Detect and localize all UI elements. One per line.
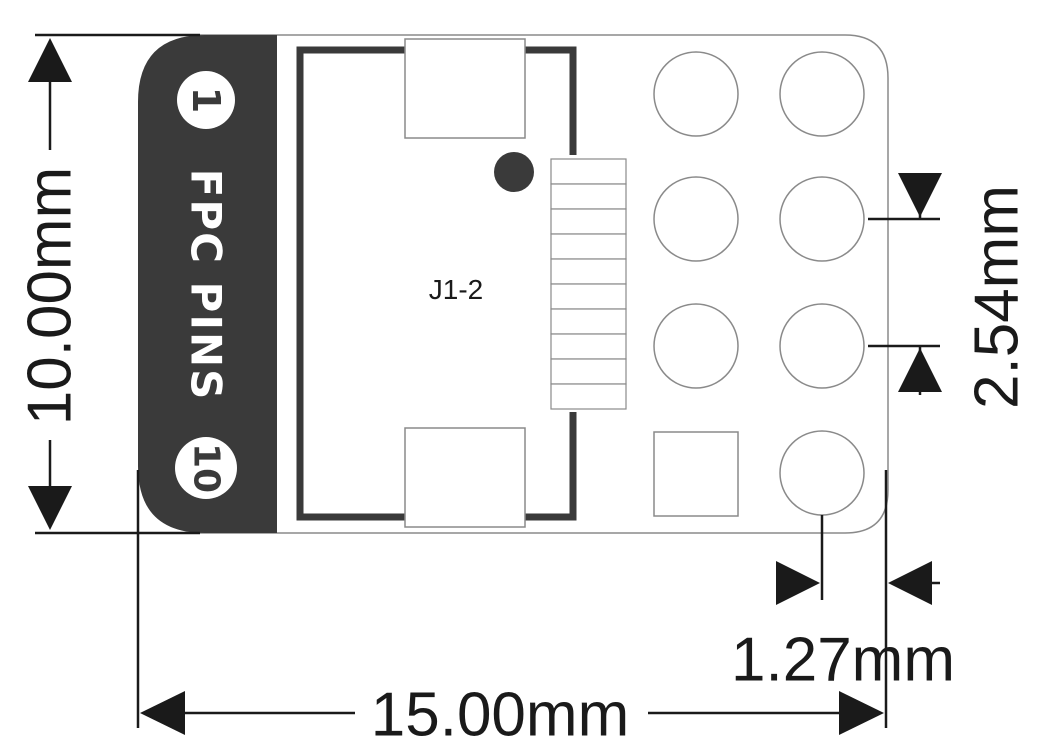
header-pin-hole (779, 430, 865, 516)
board-outline (199, 34, 889, 534)
header-pin-hole (653, 51, 739, 137)
header-pins (653, 51, 865, 517)
header-pin-square (653, 431, 739, 517)
header-pin-hole (653, 176, 739, 262)
silkscreen-band (138, 35, 277, 533)
mount-pad-bottom (404, 427, 526, 528)
fpc-contact-pads (550, 158, 627, 410)
contact-pad (550, 283, 627, 310)
pin1-marker (177, 71, 235, 129)
header-pin-hole (653, 303, 739, 389)
arrowhead (28, 486, 72, 530)
header-pin-hole (779, 176, 865, 262)
pin1-number: 1 (184, 87, 228, 113)
arrowhead (888, 561, 932, 605)
header-pin-hole (779, 303, 865, 389)
mount-pad-top (404, 38, 526, 139)
arrowhead (140, 691, 185, 735)
contact-pad (550, 258, 627, 285)
contact-pad (550, 183, 627, 210)
pin10-marker (175, 437, 237, 499)
arrowhead (898, 348, 942, 392)
contact-pad (550, 383, 627, 410)
dimension-height-label: 10.00mm (16, 167, 85, 425)
contact-pad (550, 233, 627, 260)
contact-pad (550, 158, 627, 185)
board-label: J1-2 (429, 274, 483, 305)
dimension-width-label: 15.00mm (371, 681, 629, 742)
dimension-edge-offset (776, 515, 940, 605)
dimension-edge-offset-label: 1.27mm (731, 626, 955, 695)
connector-outline-right-top (525, 46, 577, 155)
dimension-height (28, 33, 200, 535)
arrowhead (776, 561, 820, 605)
arrowhead (839, 691, 884, 735)
arrowhead (898, 173, 942, 217)
header-pin-hole (779, 51, 865, 137)
contact-pad (550, 308, 627, 335)
dimension-pitch-label: 2.54mm (963, 185, 1032, 409)
orientation-dot (494, 152, 534, 192)
dimension-width (136, 470, 888, 735)
contact-pad (550, 208, 627, 235)
pin10-number: 10 (186, 443, 227, 493)
contact-pad (550, 333, 627, 360)
side-label: FPC PINS (182, 169, 231, 402)
connector-outline-right-bottom (525, 412, 577, 521)
contact-pad (550, 358, 627, 385)
dimension-pitch (868, 173, 942, 395)
arrowhead (28, 38, 72, 82)
connector-outline-top (296, 46, 405, 521)
